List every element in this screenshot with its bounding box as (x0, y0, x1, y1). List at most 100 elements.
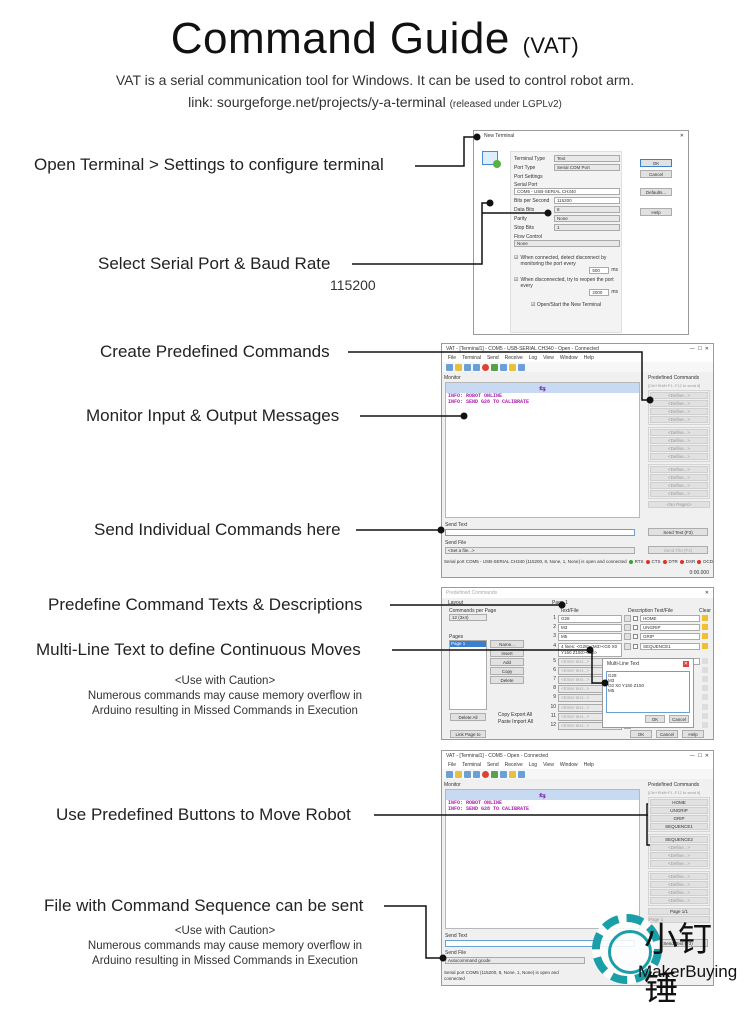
baud-select[interactable]: 115200 (554, 197, 620, 204)
menu-window[interactable]: Window (559, 355, 578, 361)
stop-bits-select[interactable]: 1 (554, 224, 620, 231)
clear-icon[interactable] (702, 675, 708, 682)
save-icon[interactable] (464, 363, 471, 371)
send-file-select[interactable]: Autocommand gcode (445, 957, 585, 964)
open-icon[interactable] (455, 363, 462, 371)
swap-icon[interactable]: ⇆ (446, 383, 639, 393)
window-controls[interactable]: — ☐ ✕ (689, 346, 709, 352)
checkbox-checked-icon[interactable]: ☑ (514, 277, 519, 283)
command-text-input[interactable]: G28 (558, 615, 622, 623)
menu-file[interactable]: File (448, 355, 457, 361)
predefined-button[interactable]: <Define...> (650, 400, 708, 407)
predefined-button[interactable]: <Define...> (650, 466, 708, 473)
new-icon[interactable] (446, 770, 453, 778)
clear-icon[interactable] (702, 685, 708, 692)
command-text-input[interactable]: 4 lines: <G28><M3><G0 X0 Y150 Z150><M5> (558, 642, 622, 657)
menu-terminal[interactable]: Terminal (462, 355, 481, 361)
predefined-button[interactable]: <Define...> (650, 873, 708, 880)
predefined-button[interactable]: <Define...> (650, 897, 708, 904)
clear-icon[interactable] (702, 666, 708, 673)
clear-icon[interactable] (702, 615, 708, 621)
menu-send[interactable]: Send (486, 762, 499, 768)
predefined-button-sequence2[interactable]: SEQUENCE2 (650, 836, 708, 843)
description-input[interactable]: UNGRIP (640, 624, 700, 632)
detect-option[interactable]: ☑When connected, detect disconnect by mo… (514, 255, 618, 267)
predefined-button[interactable]: <Define...> (650, 490, 708, 497)
open-start-option[interactable]: ☑ Open/Start the New Terminal (531, 302, 601, 308)
menu-view[interactable]: View (543, 355, 554, 361)
menu-receive[interactable]: Receive (504, 355, 523, 361)
data-bits-select[interactable]: 8 (554, 206, 620, 213)
link-file-button[interactable]: Link Page to File... (450, 730, 486, 738)
ok-button[interactable]: OK (645, 715, 665, 723)
predefined-button-sequence1[interactable]: SEQUENCE1 (650, 823, 708, 830)
predefined-button-home[interactable]: HOME (650, 799, 708, 806)
send-file-select[interactable]: <Set a file...> (445, 547, 635, 554)
serial-port-select[interactable]: COM5 - USB-SERIAL CH340 (514, 188, 620, 195)
predefined-button[interactable]: <Define...> (650, 416, 708, 423)
description-input[interactable]: GRIP (640, 633, 700, 641)
send-text-button[interactable]: Send Text (F3) (648, 528, 708, 536)
save-icon[interactable] (464, 770, 471, 778)
page-selector[interactable]: <No Pages> (648, 501, 710, 508)
command-text-input[interactable]: M3 (558, 624, 622, 633)
per-page-select[interactable]: 12 (3x4) (449, 614, 487, 621)
predefined-button-ungrip[interactable]: UNGRIP (650, 807, 708, 814)
predefined-button[interactable]: <Define...> (650, 852, 708, 859)
display-icon[interactable] (491, 363, 498, 371)
predefined-button[interactable]: <Define...> (650, 482, 708, 489)
predefined-button[interactable]: <Define...> (650, 392, 708, 399)
predefined-button[interactable]: <Define...> (650, 445, 708, 452)
predefined-button[interactable]: <Define...> (650, 881, 708, 888)
window-icon[interactable] (518, 770, 525, 778)
pages-list[interactable]: Page 1 (449, 640, 487, 710)
predefined-button[interactable]: <Define...> (650, 429, 708, 436)
command-text-input[interactable]: M5 (558, 633, 622, 642)
multiline-edit-button[interactable] (624, 624, 631, 632)
new-icon[interactable] (446, 363, 453, 371)
port-type-select[interactable]: Serial COM Port (554, 164, 620, 171)
predefined-button[interactable]: <Define...> (650, 889, 708, 896)
stop-icon[interactable] (482, 363, 489, 371)
menu-send[interactable]: Send (486, 355, 499, 361)
send-text-input[interactable] (445, 529, 635, 536)
help-button[interactable]: Help (682, 730, 704, 738)
edit-icon[interactable] (509, 770, 516, 778)
menu-log[interactable]: Log (528, 762, 538, 768)
open-icon[interactable] (455, 770, 462, 778)
display-icon[interactable] (491, 770, 498, 778)
log-icon[interactable] (500, 363, 507, 371)
defaults-button[interactable]: Defaults... (640, 188, 672, 196)
parity-select[interactable]: None (554, 215, 620, 222)
close-icon[interactable]: ✕ (679, 133, 684, 139)
multiline-edit-button[interactable] (624, 642, 631, 650)
project-link[interactable]: sourgeforge.net/projects/y-a-terminal (216, 94, 446, 110)
delete-button[interactable]: Delete (490, 676, 524, 684)
menu-terminal[interactable]: Terminal (462, 762, 481, 768)
name-button[interactable]: Name... (490, 640, 524, 648)
send-file-button[interactable]: Send File (F4) (648, 546, 708, 554)
description-input[interactable]: HOME (640, 615, 700, 622)
menu-receive[interactable]: Receive (504, 762, 523, 768)
menu-help[interactable]: Help (583, 762, 594, 768)
file-checkbox[interactable] (633, 643, 638, 649)
predefined-button[interactable]: <Define...> (650, 453, 708, 460)
cancel-button[interactable]: Cancel (640, 170, 672, 178)
clear-icon[interactable] (702, 712, 708, 719)
predefined-button[interactable]: <Define...> (650, 474, 708, 481)
window-icon[interactable] (518, 363, 525, 371)
ok-button[interactable]: OK (640, 159, 672, 167)
menu-log[interactable]: Log (528, 355, 538, 361)
close-icon[interactable]: ✕ (682, 661, 689, 667)
insert-button[interactable]: Insert (490, 649, 524, 657)
file-checkbox[interactable] (633, 625, 638, 631)
predefined-button-grip[interactable]: GRIP (650, 815, 708, 822)
clear-icon[interactable] (702, 703, 708, 710)
edit-icon[interactable] (509, 363, 516, 371)
clear-icon[interactable] (702, 624, 708, 631)
add-button[interactable]: Add (490, 658, 524, 666)
clear-icon[interactable] (702, 694, 708, 701)
page-list-item[interactable]: Page 1 (450, 641, 486, 647)
settings-icon[interactable] (473, 770, 480, 778)
